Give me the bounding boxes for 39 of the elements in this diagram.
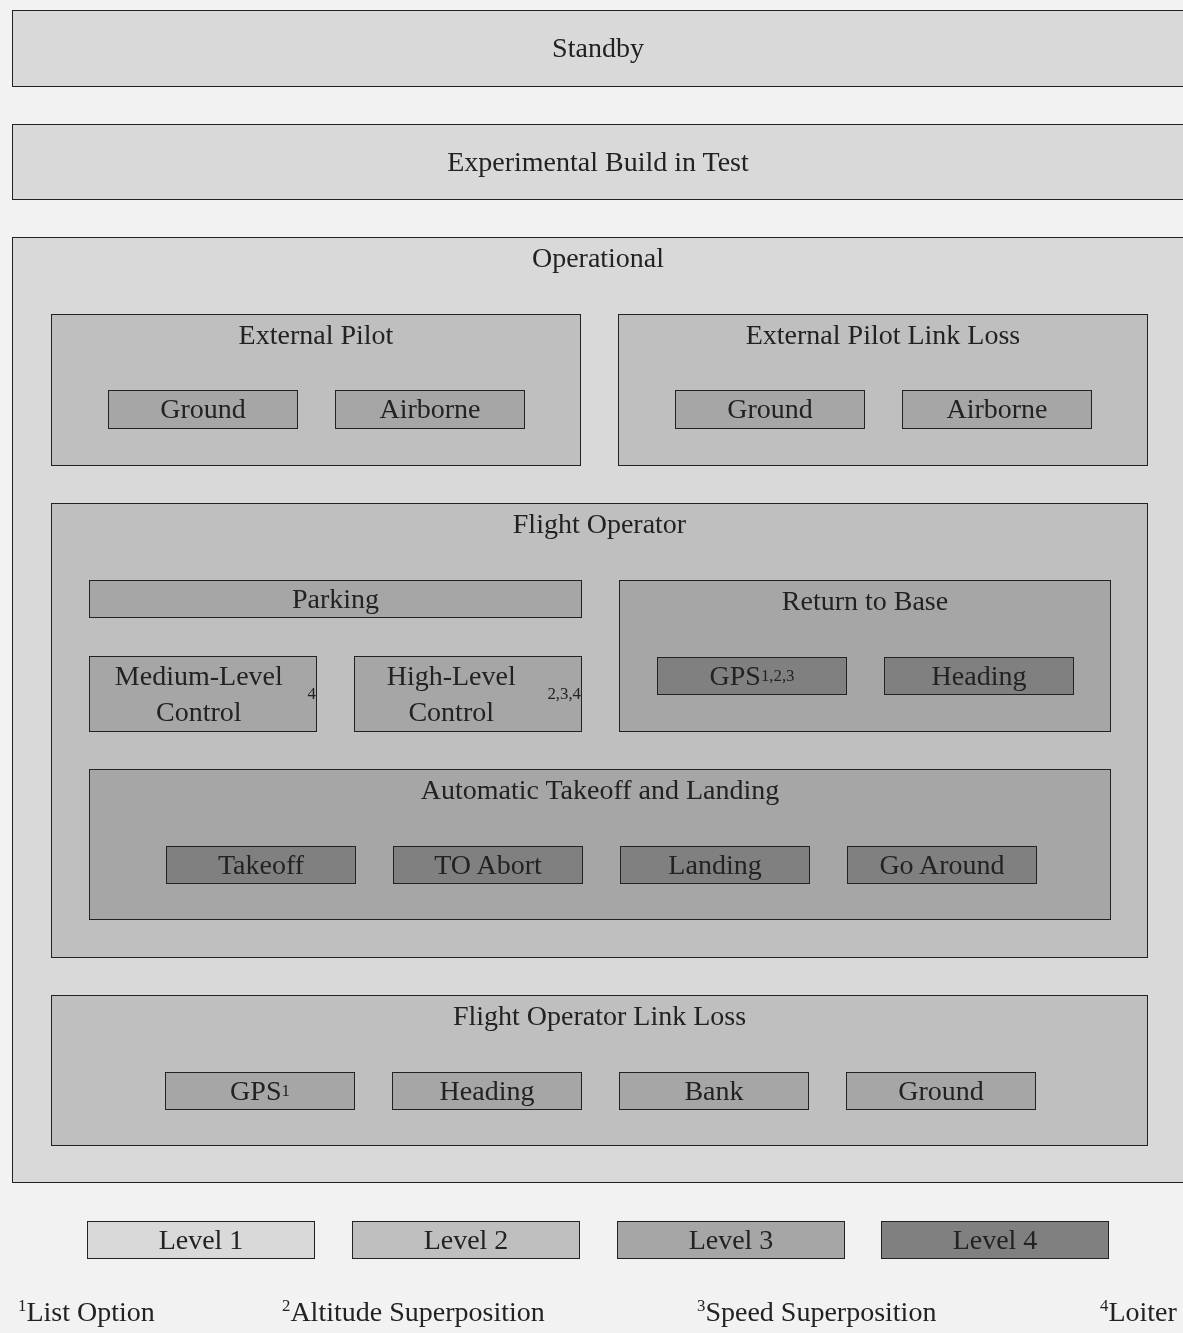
state-box: Parking <box>89 580 582 618</box>
group-title: Flight Operator Link Loss <box>451 1000 748 1032</box>
state-box: Airborne <box>902 390 1092 429</box>
legend-swatch: Level 2 <box>352 1221 580 1259</box>
state-box: TO Abort <box>393 846 583 884</box>
group-title: External Pilot Link Loss <box>744 319 1022 351</box>
state-box: Ground <box>108 390 298 429</box>
state-box: Heading <box>392 1072 582 1110</box>
group-title: External Pilot <box>237 319 395 351</box>
state-box: Go Around <box>847 846 1037 884</box>
group-title: Return to Base <box>780 585 950 617</box>
footnote: $^{1}$List Option <box>18 1296 155 1329</box>
group-box <box>51 995 1148 1146</box>
footnote: $^{2}$Altitude Superposition <box>282 1296 545 1329</box>
legend-swatch: Level 1 <box>87 1221 315 1259</box>
state-box: Airborne <box>335 390 525 429</box>
state-box: Experimental Build in Test <box>12 124 1183 200</box>
group-box <box>619 580 1111 732</box>
state-box: Takeoff <box>166 846 356 884</box>
group-box <box>12 237 1183 1183</box>
state-box: Landing <box>620 846 810 884</box>
footnote: $^{4}$Loiter <box>1100 1296 1177 1329</box>
group-box <box>618 314 1148 466</box>
state-box: Standby <box>12 10 1183 87</box>
group-box <box>89 769 1111 920</box>
state-box: GPS$^{1,2,3}$ <box>657 657 847 695</box>
group-box <box>51 314 581 466</box>
legend-swatch: Level 4 <box>881 1221 1109 1259</box>
legend-swatch: Level 3 <box>617 1221 845 1259</box>
footnote: $^{3}$Speed Superposition <box>697 1296 937 1329</box>
group-title: Operational <box>530 242 666 274</box>
state-box: GPS$^{1}$ <box>165 1072 355 1110</box>
group-title: Automatic Takeoff and Landing <box>419 774 781 806</box>
group-title: Flight Operator <box>511 508 688 540</box>
state-box: Bank <box>619 1072 809 1110</box>
group-box <box>51 503 1148 958</box>
state-box: Ground <box>675 390 865 429</box>
state-box: Ground <box>846 1072 1036 1110</box>
state-box: Heading <box>884 657 1074 695</box>
